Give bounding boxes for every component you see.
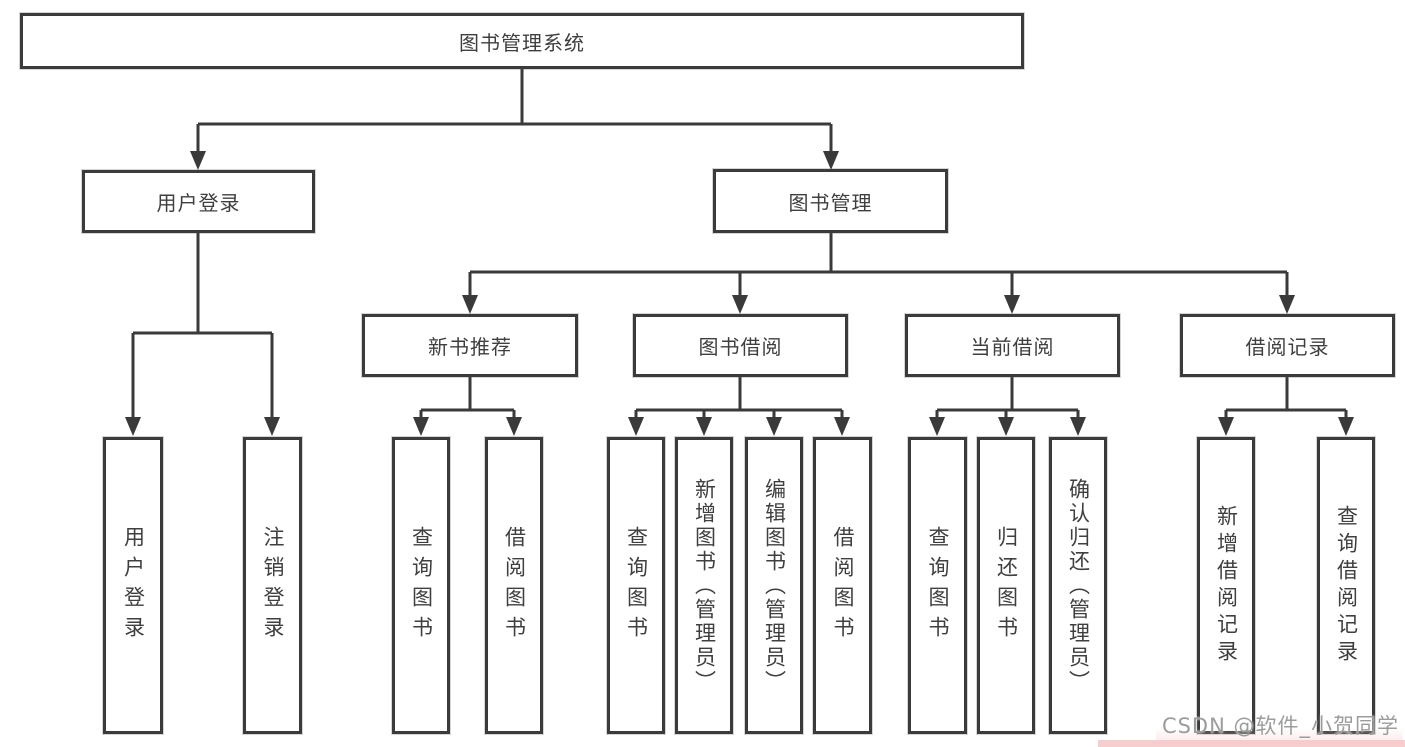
node-label: 确认归还（管理员） [1066,477,1091,694]
node-book-management: 图书管理 [713,169,948,233]
csdn-watermark: CSDN @软件_小贺同学 [1155,708,1403,744]
node-user-login: 用户登录 [82,170,315,233]
node-label: 图书借阅 [698,335,783,359]
node-label: 新增图书（管理员） [692,477,717,694]
node-label: 新书推荐 [428,335,512,359]
node-book-borrowing: 图书借阅 [633,314,848,377]
leaf-query-books-current: 查询图书 [908,437,967,734]
connector-root-to-level2 [190,69,839,170]
node-label: 图书管理系统 [459,30,585,55]
node-label: 借阅记录 [1245,335,1330,359]
node-label: 注销登录 [261,525,285,646]
node-label: 当前借阅 [970,335,1055,359]
node-label: 查询图书 [624,525,649,646]
leaf-confirm-return-admin: 确认归还（管理员） [1049,437,1107,734]
connector-current-borrowing-to-leaves [929,377,1086,436]
node-label: 查询图书 [409,525,434,646]
connector-book-borrowing-to-leaves [628,377,850,436]
connector-borrowing-records-to-leaves [1218,377,1354,436]
connector-user-login-to-leaves [125,233,280,436]
leaf-add-books-admin: 新增图书（管理员） [675,437,733,734]
leaf-user-login: 用户登录 [103,437,163,734]
leaf-borrow-books-recommend: 借阅图书 [485,437,543,734]
leaf-logout-login: 注销登录 [243,437,302,734]
node-label: 编辑图书（管理员） [762,477,787,694]
leaf-query-books-borrow: 查询图书 [607,437,665,734]
leaf-return-books: 归还图书 [977,437,1035,734]
node-label: 用户登录 [121,525,146,646]
node-current-borrowing: 当前借阅 [905,314,1120,377]
node-label: 用户登录 [156,191,241,215]
leaf-borrow-books: 借阅图书 [813,437,872,734]
node-label: 归还图书 [994,525,1019,646]
node-label: 查询图书 [926,525,950,646]
connector-new-book-recommendation-to-leaves [413,377,522,436]
leaf-query-borrow-record: 查询借阅记录 [1317,437,1375,734]
node-label: 查询借阅记录 [1334,504,1359,667]
watermark-tint-strip [1098,740,1405,747]
node-borrowing-records: 借阅记录 [1180,314,1395,377]
node-label: 图书管理 [788,190,873,215]
connector-book-management-to-level3 [462,233,1295,314]
node-label: 新增借阅记录 [1214,504,1239,667]
leaf-add-borrow-record: 新增借阅记录 [1197,437,1255,734]
leaf-edit-books-admin: 编辑图书（管理员） [745,437,803,734]
node-library-management-system: 图书管理系统 [20,13,1024,69]
leaf-query-books-recommend: 查询图书 [392,437,450,734]
node-label: 借阅图书 [831,525,855,646]
node-label: 借阅图书 [502,525,527,646]
node-new-book-recommendation: 新书推荐 [362,314,578,377]
